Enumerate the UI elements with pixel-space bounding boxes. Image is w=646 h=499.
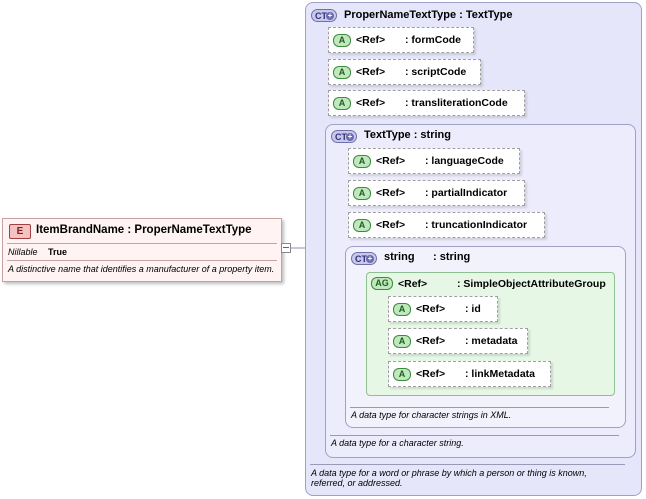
- complex-type-badge-text: CT: [335, 132, 347, 142]
- attribute-ref: <Ref>: [376, 219, 406, 231]
- string-type-base: : string: [433, 251, 471, 263]
- expand-icon: +: [326, 11, 334, 20]
- expand-icon: +: [366, 254, 374, 263]
- attribute-badge: A: [333, 66, 351, 79]
- attribute-ref: <Ref>: [416, 335, 446, 347]
- attribute-name: : metadata: [465, 335, 518, 347]
- nillable-value: True: [48, 247, 68, 257]
- attribute-group-name: : SimpleObjectAttributeGroup: [457, 278, 606, 290]
- attribute-badge: A: [333, 97, 351, 110]
- divider: [7, 260, 277, 261]
- element-title: ItemBrandName : ProperNameTextType: [36, 224, 252, 236]
- divider: [310, 464, 625, 465]
- attribute-badge: A: [353, 219, 371, 232]
- attribute-transliteration-code[interactable]: A <Ref> : transliterationCode: [328, 90, 525, 116]
- complex-type-badge-text: CT: [355, 254, 367, 264]
- attribute-metadata[interactable]: A <Ref> : metadata: [388, 328, 528, 354]
- attribute-badge: A: [353, 155, 371, 168]
- attribute-badge: A: [393, 335, 411, 348]
- proper-name-text-type-title: ProperNameTextType : TextType: [344, 9, 513, 21]
- attribute-name: : id: [465, 303, 481, 315]
- attribute-badge: A: [393, 303, 411, 316]
- collapse-toggle-icon[interactable]: [281, 243, 291, 253]
- attribute-ref: <Ref>: [416, 303, 446, 315]
- element-documentation: A distinctive name that identifies a man…: [8, 264, 275, 274]
- attribute-ref: <Ref>: [356, 97, 386, 109]
- attribute-ref: <Ref>: [376, 155, 406, 167]
- nillable-label: Nillable: [8, 247, 38, 257]
- attribute-badge: A: [393, 368, 411, 381]
- attribute-ref: <Ref>: [356, 34, 386, 46]
- complex-type-badge: CT+: [331, 130, 357, 143]
- divider: [330, 435, 619, 436]
- attribute-language-code[interactable]: A <Ref> : languageCode: [348, 148, 520, 174]
- attribute-name: : linkMetadata: [465, 368, 536, 380]
- attribute-script-code[interactable]: A <Ref> : scriptCode: [328, 59, 481, 85]
- complex-type-badge-text: CT: [315, 11, 327, 21]
- attribute-ref: <Ref>: [376, 187, 406, 199]
- divider: [350, 407, 609, 408]
- element-badge: E: [9, 224, 31, 239]
- attribute-name: : partialIndicator: [425, 187, 508, 199]
- complex-type-badge: CT+: [351, 252, 377, 265]
- attribute-name: : scriptCode: [405, 66, 467, 78]
- attribute-name: : languageCode: [425, 155, 504, 167]
- expand-icon: +: [346, 132, 354, 141]
- attribute-truncation-indicator[interactable]: A <Ref> : truncationIndicator: [348, 212, 545, 238]
- attribute-partial-indicator[interactable]: A <Ref> : partialIndicator: [348, 180, 525, 206]
- attribute-link-metadata[interactable]: A <Ref> : linkMetadata: [388, 361, 551, 387]
- string-type-documentation: A data type for character strings in XML…: [351, 410, 512, 420]
- proper-name-text-type-documentation: A data type for a word or phrase by whic…: [311, 468, 587, 488]
- string-type-name: string: [384, 251, 415, 263]
- attribute-form-code[interactable]: A <Ref> : formCode: [328, 27, 474, 53]
- attribute-id[interactable]: A <Ref> : id: [388, 296, 498, 322]
- attribute-name: : transliterationCode: [405, 97, 508, 109]
- attribute-name: : formCode: [405, 34, 461, 46]
- attribute-badge: A: [353, 187, 371, 200]
- attribute-group-badge: AG: [371, 277, 393, 290]
- complex-type-badge: CT+: [311, 9, 337, 22]
- divider: [7, 243, 277, 244]
- attribute-name: : truncationIndicator: [425, 219, 528, 231]
- attribute-group-ref: <Ref>: [398, 278, 428, 290]
- attribute-badge: A: [333, 34, 351, 47]
- attribute-ref: <Ref>: [416, 368, 446, 380]
- attribute-ref: <Ref>: [356, 66, 386, 78]
- text-type-documentation: A data type for a character string.: [331, 438, 464, 448]
- text-type-title: TextType : string: [364, 129, 451, 141]
- element-box[interactable]: E ItemBrandName : ProperNameTextType Nil…: [2, 218, 282, 282]
